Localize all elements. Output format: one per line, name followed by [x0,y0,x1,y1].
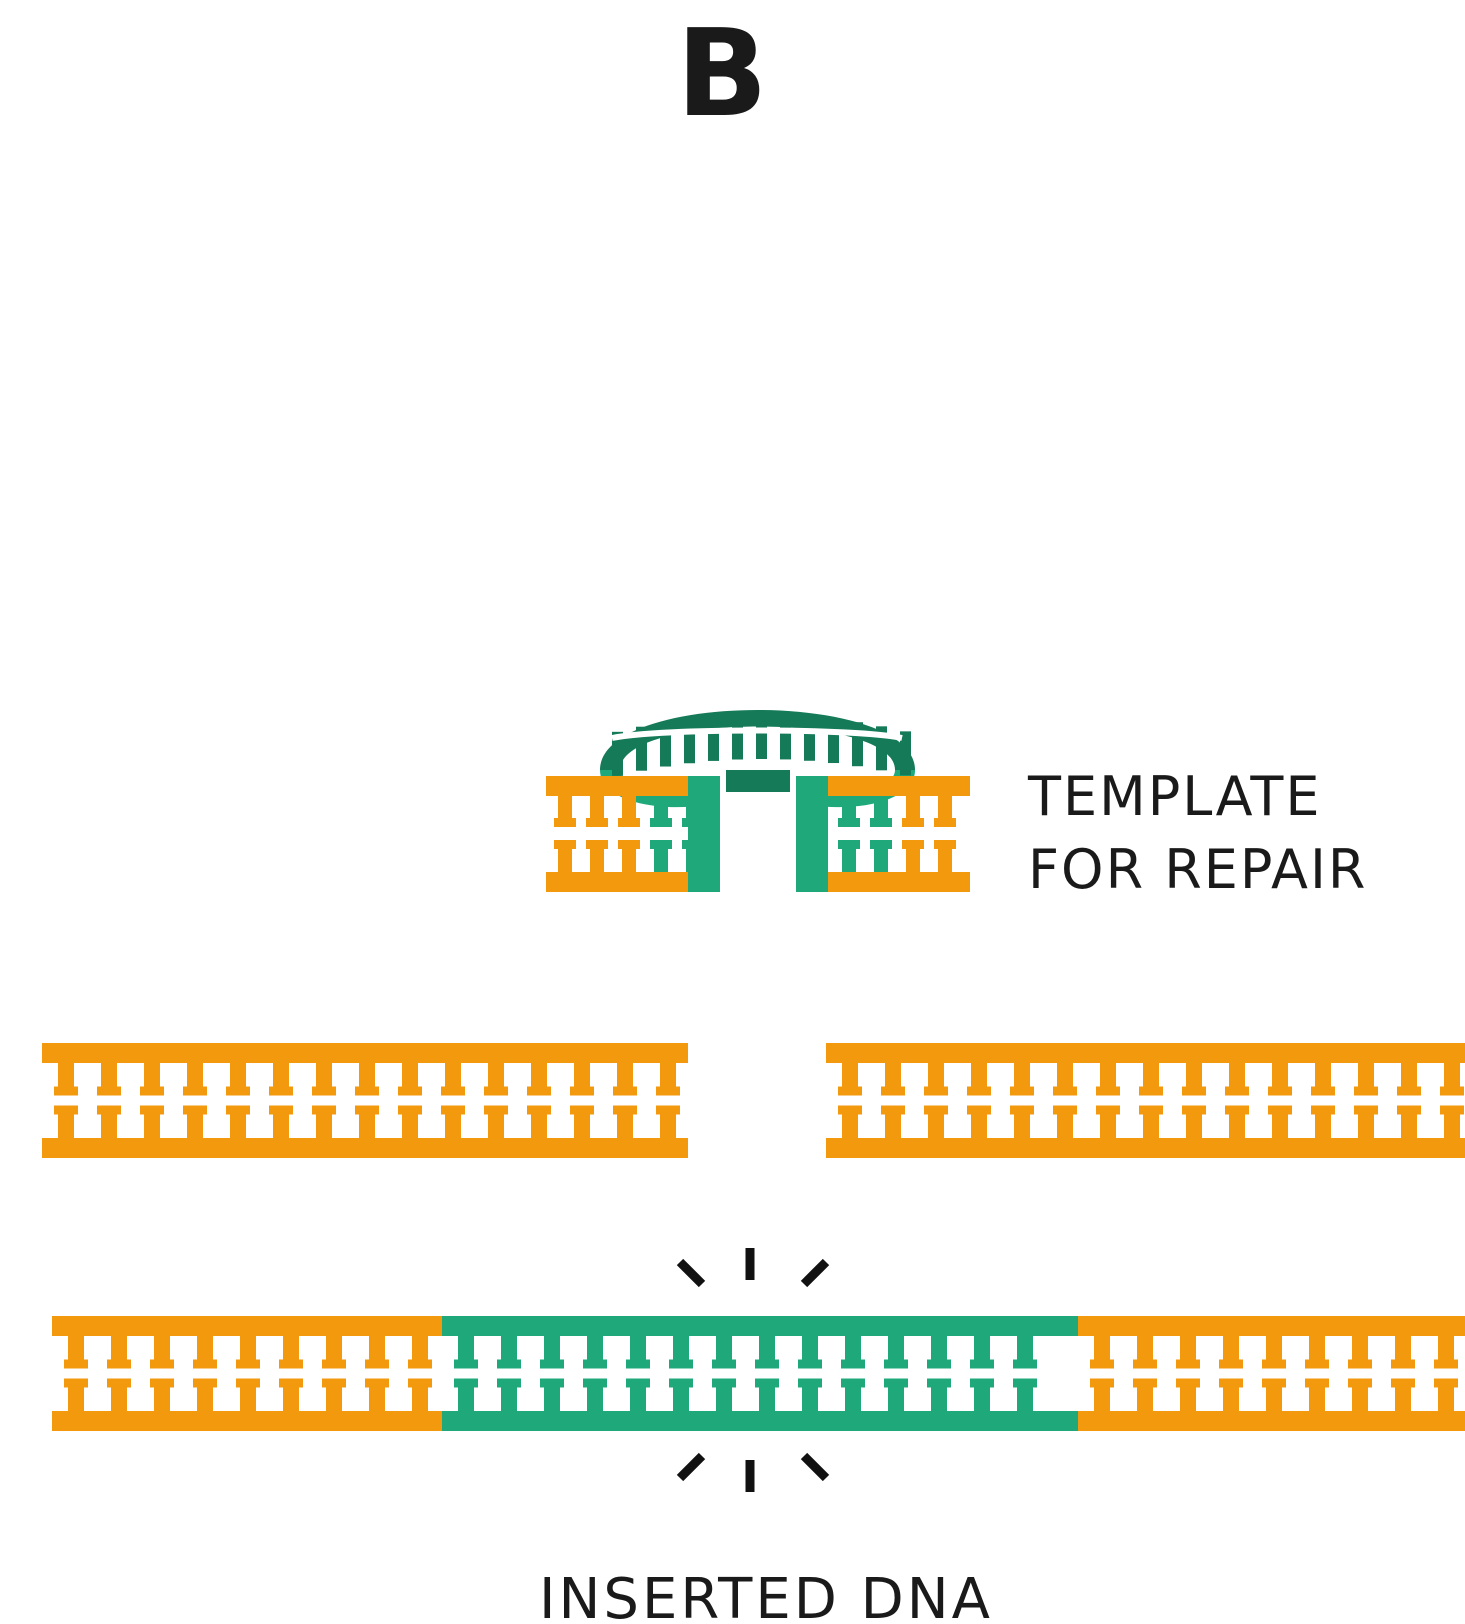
repaired-dna-right-arm [1078,1316,1465,1431]
burst-mark [680,1262,702,1284]
insertion-burst-top-icon [680,1248,826,1284]
inserted-dna-label: INSERTED DNA [539,1567,993,1624]
broken-dna-icon [42,1043,1465,1158]
repaired-dna-insert [442,1316,1078,1431]
template-label-line1: TEMPLATE [1027,765,1321,828]
burst-mark [804,1262,826,1284]
broken-dna-right-segment [826,1043,1465,1158]
burst-mark [680,1456,702,1478]
repair-template-icon [546,710,970,892]
panel-letter: B [676,5,767,144]
template-right-arm [796,776,970,892]
repaired-dna-icon [52,1316,1465,1431]
insertion-burst-bottom-icon [680,1456,826,1492]
template-left-arm [546,776,720,892]
template-label-line2: FOR REPAIR [1028,838,1367,901]
broken-dna-left-segment [42,1043,688,1158]
burst-mark [804,1456,826,1478]
repaired-dna-left-arm [52,1316,442,1431]
